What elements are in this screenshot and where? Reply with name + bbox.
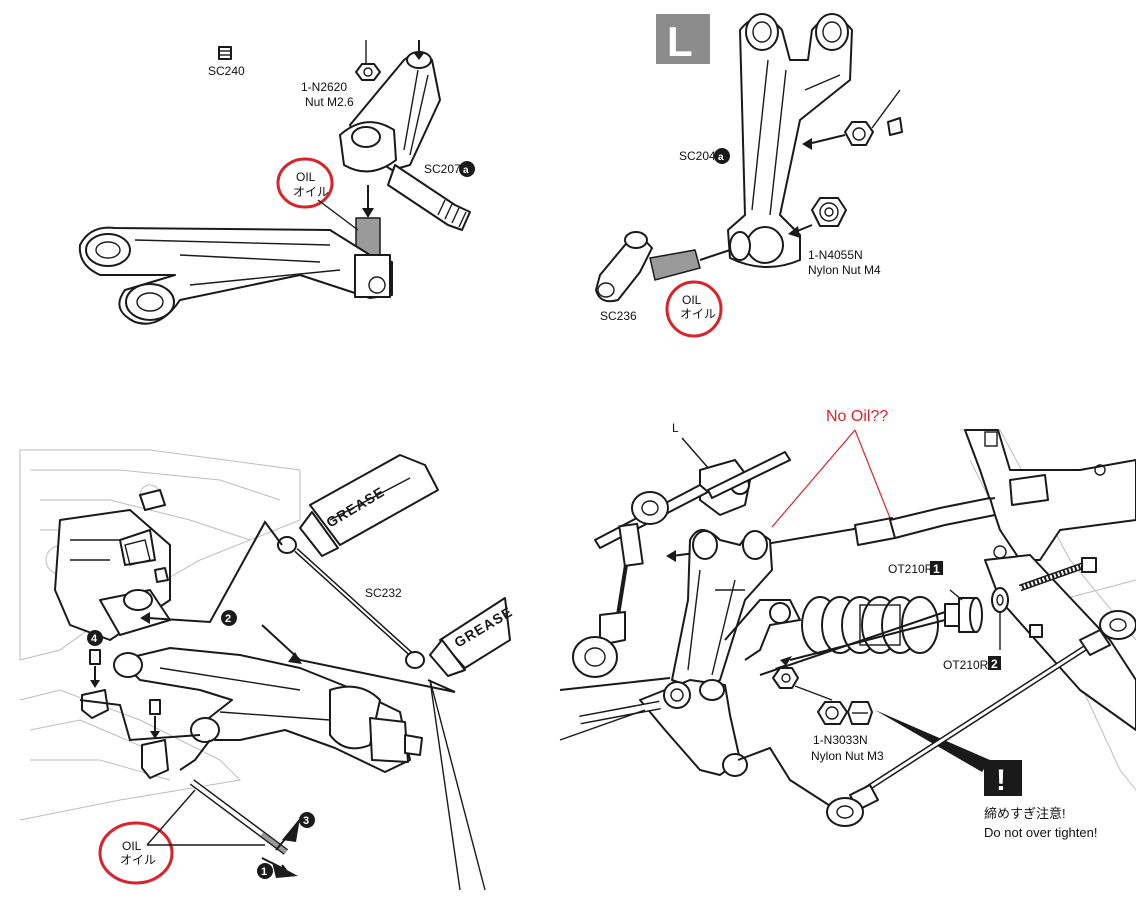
- side-letter-l: L: [672, 421, 679, 435]
- label-nut-code: 1-N2620: [301, 80, 347, 94]
- warning-pointer-icon: [875, 710, 990, 772]
- label-nut-code: 1-N3033N: [813, 733, 868, 747]
- lower-a-arm-part: [78, 226, 393, 325]
- oiled-hinge-pin-part: [260, 832, 288, 854]
- step-2-badge-icon: [221, 610, 237, 626]
- badge-2-box: [988, 656, 1001, 670]
- sc207-knuckle-part: [339, 40, 471, 231]
- step-2-text: 2: [225, 613, 231, 625]
- set-screw-icon: [89, 649, 101, 665]
- label-nut-name: Nylon Nut M3: [811, 749, 884, 763]
- label-ot210r-1: OT210R: [888, 562, 934, 576]
- side-badge-box: [656, 14, 710, 64]
- step-4-text: 4: [91, 633, 98, 645]
- label-ot210r-2: OT210R: [943, 658, 989, 672]
- step-1-badge-icon: [257, 863, 273, 879]
- upper-nut-part: [802, 89, 903, 150]
- warning-text-jp: 締めすぎ注意!: [984, 806, 1066, 821]
- step-badge-a-icon: [459, 161, 475, 177]
- oil-label-jp: オイル: [293, 185, 329, 199]
- oil-label-jp: オイル: [120, 853, 156, 867]
- grease-tube-1-part: [299, 454, 439, 557]
- route-wire-4: [79, 699, 201, 742]
- label-nut-code: 1-N4055N: [808, 248, 863, 262]
- panel-top-right: L SC204 a: [595, 13, 903, 338]
- guide-line-a: [429, 679, 461, 891]
- sc240-set-screw-icon: [218, 46, 232, 60]
- rear-lower-arm-part: [113, 647, 423, 773]
- step-3-text: 3: [303, 815, 309, 827]
- nut-m2-6-icon: [355, 40, 381, 81]
- sc204-upright-part: [727, 13, 853, 269]
- step-3-badge-icon: [299, 812, 315, 828]
- ot210r-1-bushing-part: [944, 597, 983, 633]
- label-sc236: SC236: [600, 309, 637, 323]
- label-sc240: SC240: [208, 64, 245, 78]
- pivot-ball-icon: [81, 689, 109, 719]
- route-wire-2: [147, 520, 283, 624]
- label-nut-name: Nut M2.6: [305, 95, 354, 109]
- warning-box: [984, 760, 1022, 796]
- sc236-pivot-part: [595, 231, 731, 303]
- oil-label-en: OIL: [122, 839, 142, 853]
- oil-highlight-ring: [276, 157, 334, 209]
- panel-bottom-left: GREASE GREASE SC232 2: [19, 449, 515, 891]
- step-1-arrow-icon: [272, 862, 298, 878]
- threaded-rod-part: [1018, 557, 1097, 592]
- guide-line-b: [429, 679, 486, 891]
- set-screw-icon: [149, 699, 161, 715]
- badge-a-text: a: [463, 165, 469, 176]
- route-wire-grease: [261, 624, 456, 693]
- annotation-line-1: [771, 429, 856, 528]
- oil-label-en: OIL: [682, 293, 702, 307]
- oil-label-en: OIL: [296, 170, 316, 184]
- small-nut-icon: [772, 667, 799, 689]
- chassis-bulkhead-part: [54, 489, 171, 641]
- lower-link-part: [826, 610, 1136, 827]
- lower-hub-carrier-part: [579, 679, 748, 777]
- label-sc232: SC232: [365, 586, 402, 600]
- turnbuckle-part: [572, 491, 669, 678]
- badge-1-box: [930, 561, 943, 575]
- oil-highlight-ring: [665, 280, 723, 338]
- oil-leader-line: [317, 199, 359, 231]
- grease-tube-2-part: [429, 597, 511, 677]
- shock-spring-part: [801, 596, 939, 654]
- ot210r-2-washer-part: [991, 587, 1009, 613]
- sc232-drive-shaft-part: [277, 536, 425, 669]
- annotation-line-2: [854, 429, 891, 519]
- nylon-nut-m4-icon: [788, 197, 847, 238]
- warning-glyph: !: [996, 764, 1006, 797]
- panel-bottom-right: No Oil?? L: [559, 408, 1136, 840]
- pivot-ball-icon: [141, 739, 169, 779]
- insert-arrow-icon: [362, 208, 374, 218]
- step-1-text: 1: [261, 866, 267, 878]
- label-sc207: SC207: [424, 162, 461, 176]
- warning-text-en: Do not over tighten!: [984, 825, 1097, 840]
- nylon-nut-m3-icon: [817, 701, 873, 725]
- side-badge-letter: L: [667, 18, 693, 65]
- badge-1-text: 1: [933, 562, 940, 576]
- step-badge-a-icon: [714, 148, 730, 164]
- badge-a-text: a: [718, 152, 724, 163]
- badge-2-text: 2: [991, 657, 998, 671]
- label-nut-name: Nylon Nut M4: [808, 263, 881, 277]
- no-oil-annotation: No Oil??: [826, 408, 888, 425]
- oil-label-jp: オイル: [680, 307, 716, 321]
- step-4-badge-icon: [87, 630, 103, 646]
- shock-tower-part: [964, 429, 1136, 731]
- panel-top-left: SC240 1-N2620 Nut M2.6: [78, 40, 475, 325]
- oil-highlight-ring: [98, 821, 174, 885]
- label-sc204: SC204: [679, 149, 716, 163]
